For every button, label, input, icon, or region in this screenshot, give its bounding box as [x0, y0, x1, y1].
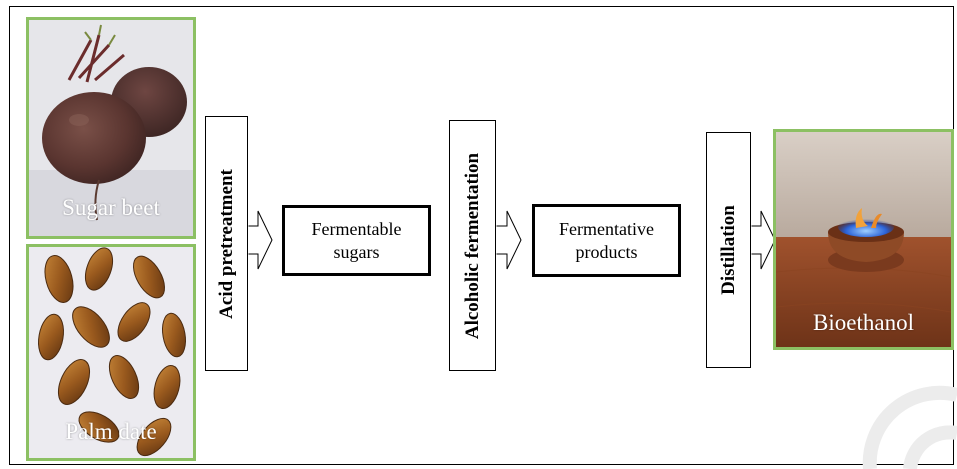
watermark — [862, 385, 957, 469]
bioethanol-image — [776, 132, 951, 347]
acid-pretreatment-label: Acid pretreatment — [215, 168, 237, 319]
fermentable-sugars-line1: Fermentable — [311, 219, 402, 239]
alcoholic-fermentation-box: Alcoholic fermentation — [449, 120, 496, 371]
distillation-box: Distillation — [706, 132, 751, 368]
arrow-right-icon — [496, 210, 522, 270]
fermentable-sugars-box: Fermentable sugars — [282, 205, 431, 276]
sugar-beet-photo: Sugar beet — [26, 17, 196, 239]
fermentative-products-line2: products — [575, 241, 638, 262]
palm-date-photo: Palm date — [26, 244, 196, 461]
distillation-label: Distillation — [717, 205, 739, 295]
sugar-beet-image — [29, 20, 193, 236]
fermentative-products-line1: Fermentative — [559, 219, 654, 239]
bioethanol-label: Bioethanol — [813, 310, 914, 335]
acid-pretreatment-box: Acid pretreatment — [205, 116, 248, 371]
sugar-beet-label: Sugar beet — [62, 195, 160, 220]
arrow-right-icon — [248, 210, 273, 270]
bioethanol-photo: Bioethanol — [773, 129, 954, 350]
alcoholic-fermentation-label: Alcoholic fermentation — [461, 152, 483, 339]
fermentative-products-box: Fermentative products — [532, 204, 681, 277]
palm-date-label: Palm date — [65, 419, 157, 444]
palm-date-image — [29, 247, 193, 458]
fermentable-sugars-line2: sugars — [333, 241, 380, 262]
